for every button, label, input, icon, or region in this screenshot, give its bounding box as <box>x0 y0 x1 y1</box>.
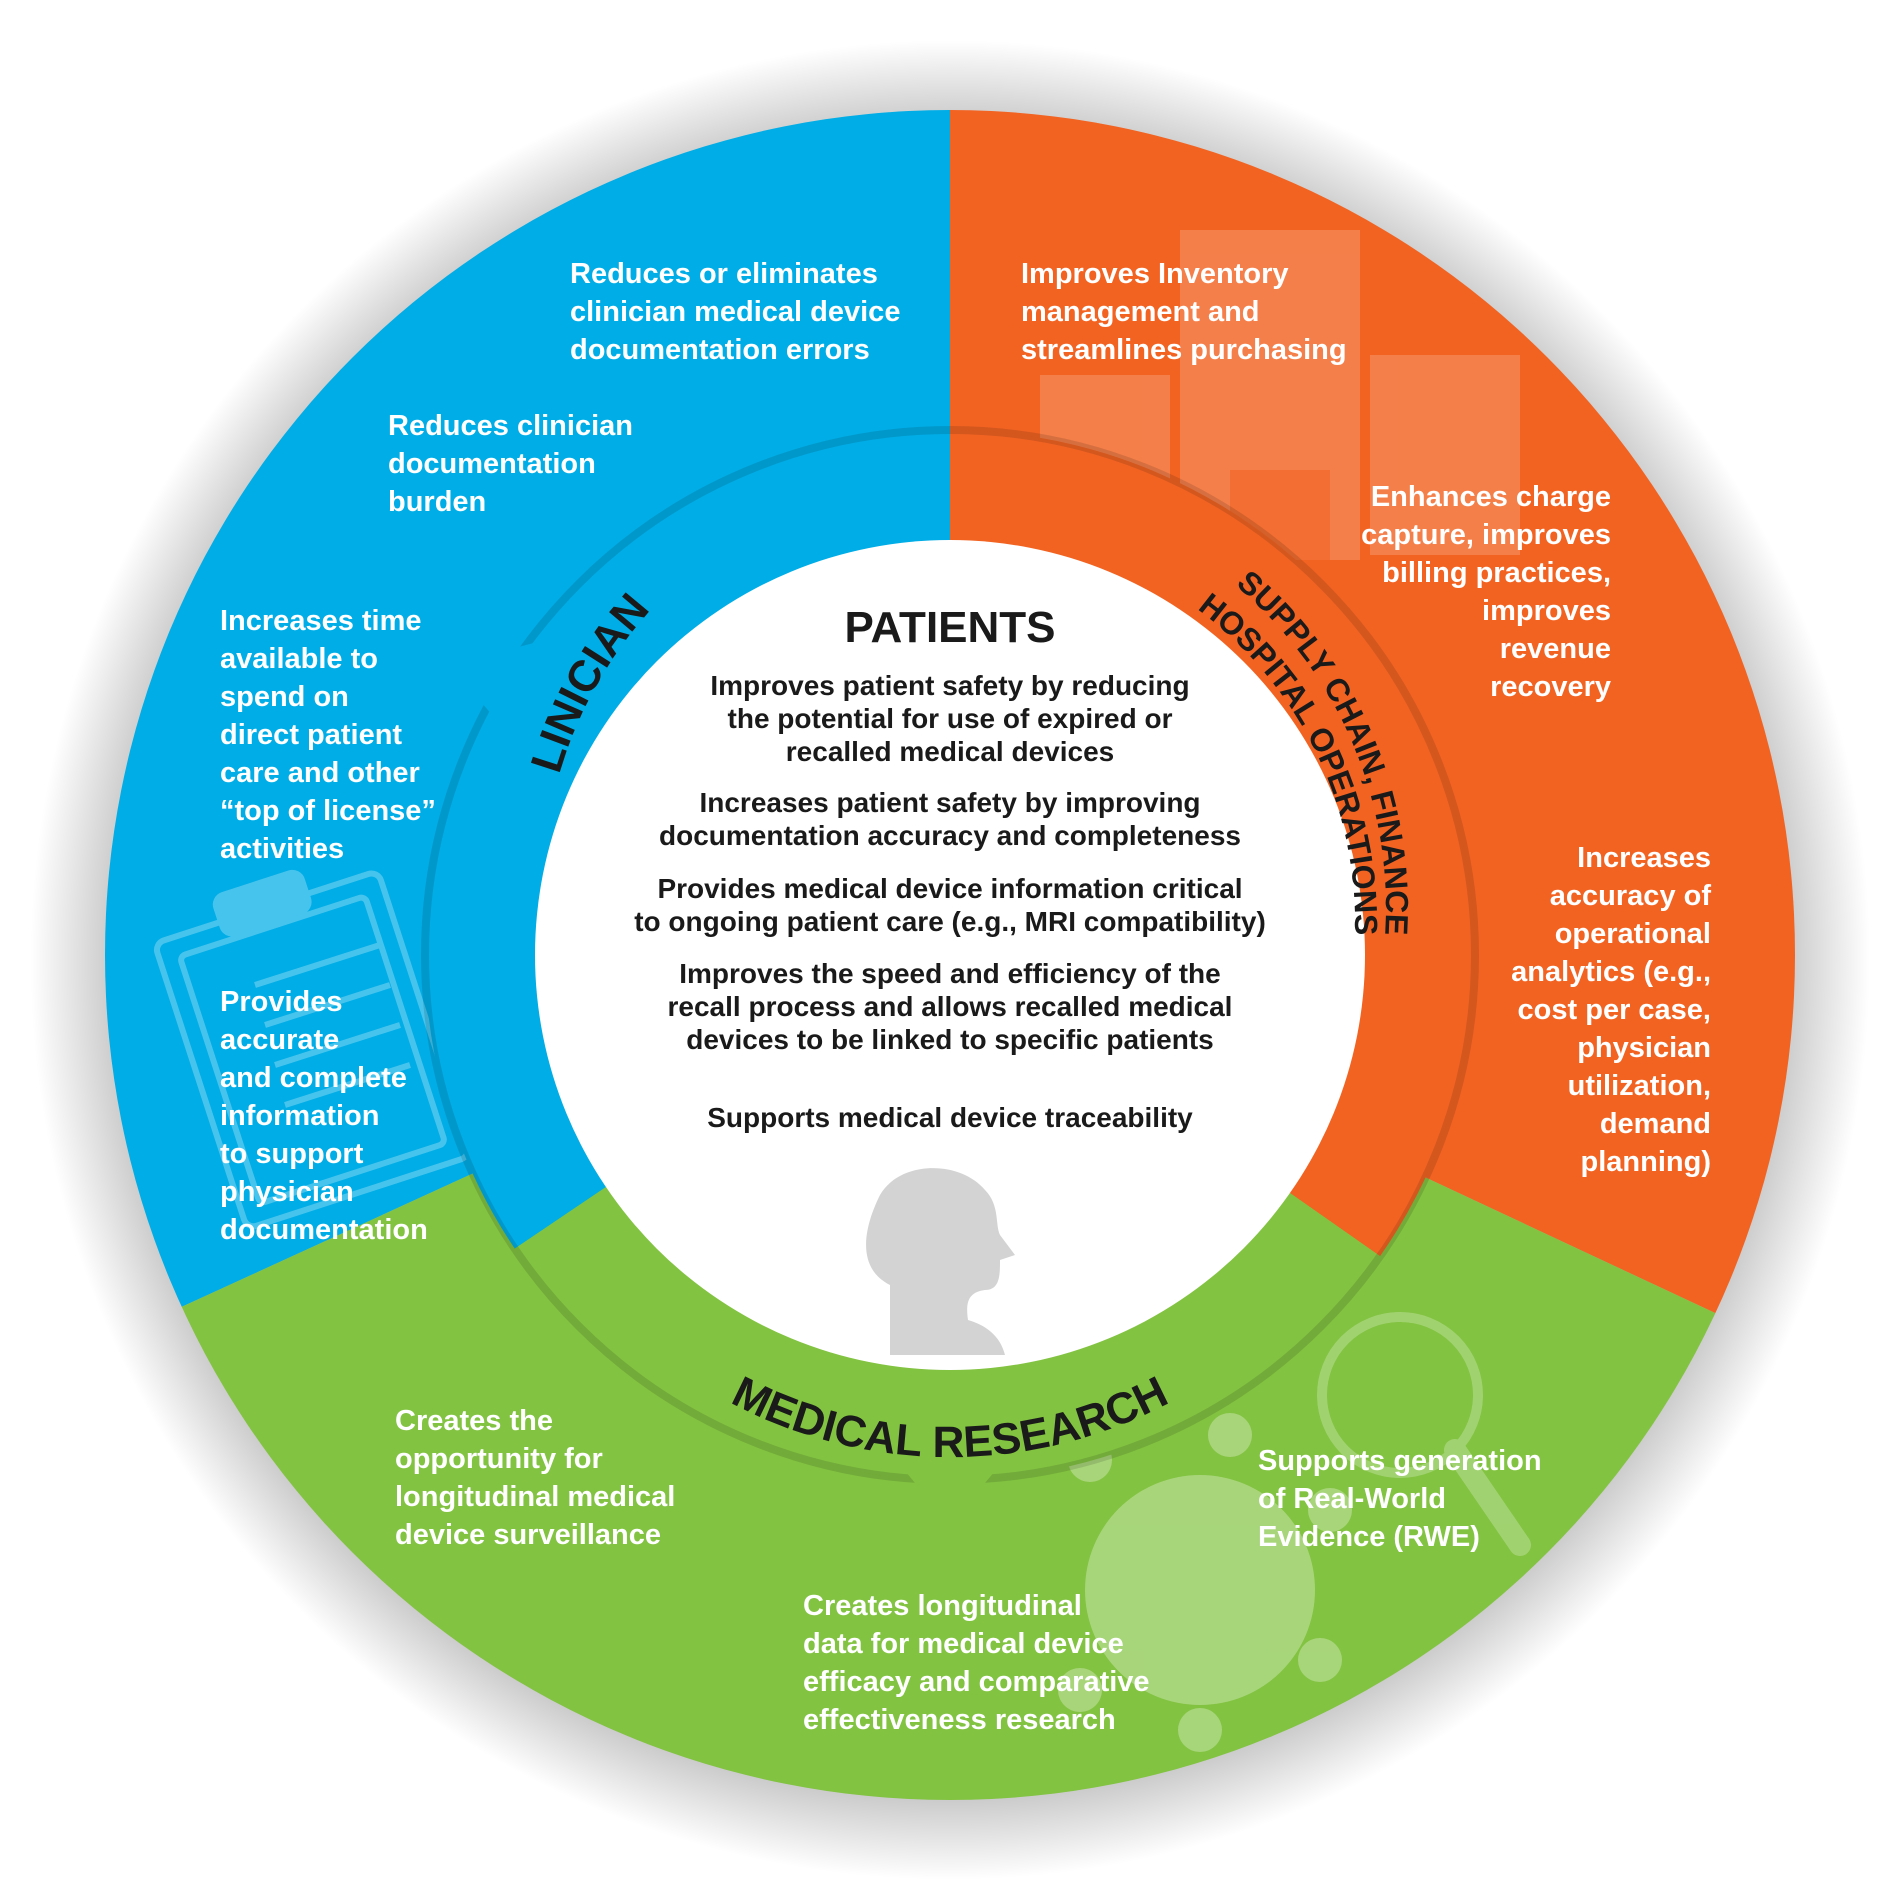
clinicians-pointer <box>450 640 545 760</box>
inner-ring-clinicians <box>425 430 951 1249</box>
supply-chain-benefit-2-line: revenue <box>1500 633 1611 665</box>
medical-research-benefit-2-line: Evidence (RWE) <box>1258 1521 1480 1553</box>
medical-research-benefit-3-line: Creates longitudinal <box>803 1590 1082 1622</box>
clinicians-benefit-3-line: spend on <box>220 681 349 713</box>
medical-research-benefit-3: Creates longitudinal data for medical dev… <box>803 1590 1150 1736</box>
clinicians-benefit-3-line: care and other <box>220 757 420 789</box>
clinicians-benefit-4-line: and complete <box>220 1062 407 1094</box>
supply-chain-benefit-3: Increases accuracy of operational analytics… <box>1511 842 1711 1178</box>
clinicians-benefit-1-line: documentation errors <box>570 334 870 366</box>
clinicians-benefit-3-line: “top of license” <box>220 795 436 827</box>
clinicians-benefit-3-line: Increases time <box>220 605 422 637</box>
clinicians-benefit-2-line: burden <box>388 486 486 518</box>
clinicians-benefit-2: Reduces clinician documentation burden <box>388 410 633 518</box>
clinicians-benefit-1: Reduces or eliminates clinician medical d… <box>570 258 900 366</box>
clinicians-benefit-4-line: physician <box>220 1176 354 1208</box>
outer-benefits: Reduces or eliminates clinician medical d… <box>220 258 1711 1736</box>
supply-chain-benefit-3-line: cost per case, <box>1518 994 1711 1026</box>
patients-benefit-4-line: Improves the speed and efficiency of the <box>679 958 1220 989</box>
supply-chain-benefit-3-line: analytics (e.g., <box>1511 956 1711 988</box>
patients-benefit-4: Improves the speed and efficiency of the… <box>668 958 1233 1055</box>
patients-benefit-1-line: Improves patient safety by reducing <box>710 670 1189 701</box>
medical-research-benefit-1-line: device surveillance <box>395 1519 661 1551</box>
supply-chain-benefit-1-line: Improves Inventory <box>1021 258 1289 290</box>
patients-benefit-1-line: recalled medical devices <box>786 736 1114 767</box>
medical-research-pointer <box>900 1465 1000 1525</box>
clipboard-icon <box>153 869 471 1230</box>
medical-research-benefit-2-line: Supports generation <box>1258 1445 1542 1477</box>
clinicians-benefit-3-line: available to <box>220 643 378 675</box>
patients-title: PATIENTS <box>844 603 1055 652</box>
medical-research-benefit-1: Creates the opportunity for longitudinal m… <box>395 1405 675 1551</box>
medical-research-benefit-2-line: of Real-World <box>1258 1483 1446 1515</box>
medical-research-benefit-3-line: data for medical device <box>803 1628 1124 1660</box>
patients-benefit-2-line: Increases patient safety by improving <box>699 787 1200 818</box>
patients-benefit-5: Supports medical device traceability <box>707 1102 1193 1133</box>
supply-chain-benefit-3-line: Increases <box>1577 842 1711 874</box>
clinicians-benefit-1-line: clinician medical device <box>570 296 900 328</box>
clinicians-benefit-4-line: documentation <box>220 1214 428 1246</box>
supply-chain-benefit-2-line: improves <box>1482 595 1611 627</box>
clinicians-benefit-4-line: Provides <box>220 986 343 1018</box>
supply-chain-benefit-2-line: recovery <box>1490 671 1611 703</box>
supply-chain-benefit-3-line: physician <box>1577 1032 1711 1064</box>
clinicians-benefit-2-line: documentation <box>388 448 596 480</box>
clinicians-benefit-4: Provides accurate and complete information t… <box>220 986 428 1246</box>
medical-research-benefit-1-line: Creates the <box>395 1405 553 1437</box>
inner-ring <box>421 426 1479 1525</box>
supply-chain-benefit-3-line: operational <box>1555 918 1711 950</box>
medical-research-benefit-3-line: efficacy and comparative <box>803 1666 1150 1698</box>
supply-chain-benefit-3-line: demand <box>1600 1108 1711 1140</box>
clinicians-benefit-2-line: Reduces clinician <box>388 410 633 442</box>
supply-chain-benefit-2-line: capture, improves <box>1361 519 1611 551</box>
patients-benefit-1-line: the potential for use of expired or <box>728 703 1173 734</box>
supply-chain-benefit-3-line: utilization, <box>1568 1070 1711 1102</box>
clinicians-benefit-3-line: activities <box>220 833 344 865</box>
supply-chain-benefit-2-line: Enhances charge <box>1371 481 1611 513</box>
supply-chain-benefit-2: Enhances charge capture, improves billing … <box>1361 481 1611 703</box>
patients-benefit-3-line: Provides medical device information crit… <box>657 873 1242 904</box>
medical-research-benefit-3-line: effectiveness research <box>803 1704 1116 1736</box>
person-head-icon <box>866 1168 1015 1355</box>
supply-chain-benefit-1-line: management and <box>1021 296 1260 328</box>
medical-research-benefit-1-line: opportunity for <box>395 1443 603 1475</box>
clinicians-benefit-3-line: direct patient <box>220 719 402 751</box>
medical-research-benefit-1-line: longitudinal medical <box>395 1481 675 1513</box>
clinicians-benefit-1-line: Reduces or eliminates <box>570 258 878 290</box>
clinicians-benefit-4-line: information <box>220 1100 380 1132</box>
supply-chain-benefit-2-line: billing practices, <box>1382 557 1611 589</box>
patients-benefit-5-line: Supports medical device traceability <box>707 1102 1193 1133</box>
inner-ring-medical-research <box>514 1184 1381 1480</box>
patients-center-circle <box>535 540 1365 1370</box>
patients-benefit-3: Provides medical device information crit… <box>634 873 1266 937</box>
patients-benefit-3-line: to ongoing patient care (e.g., MRI compa… <box>634 906 1266 937</box>
supply-chain-benefit-3-line: accuracy of <box>1550 880 1712 912</box>
supply-chain-benefit-1-line: streamlines purchasing <box>1021 334 1347 366</box>
clinicians-benefit-3: Increases time available to spend on direct… <box>220 605 436 865</box>
supply-chain-benefit-1: Improves Inventory management and streamli… <box>1021 258 1347 366</box>
inner-ring-supply-chain <box>950 430 1476 1257</box>
magnifier-icon <box>1317 1312 1531 1556</box>
patients-benefit-2-line: documentation accuracy and completeness <box>659 820 1241 851</box>
patients-benefit-4-line: devices to be linked to specific patient… <box>686 1024 1214 1055</box>
clinicians-benefit-4-line: accurate <box>220 1024 339 1056</box>
clinicians-benefit-4-line: to support <box>220 1138 364 1170</box>
virus-icon <box>1058 1413 1352 1752</box>
patients-benefit-4-line: recall process and allows recalled medic… <box>668 991 1233 1022</box>
supply-chain-benefit-3-line: planning) <box>1581 1146 1711 1178</box>
